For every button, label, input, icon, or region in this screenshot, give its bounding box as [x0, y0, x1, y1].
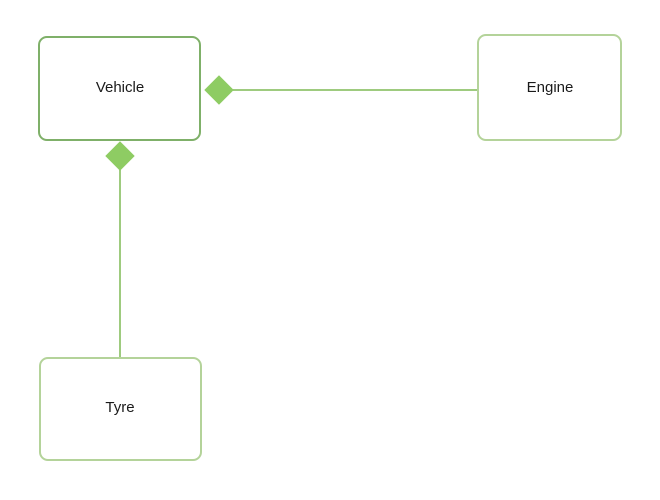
node-vehicle-box [38, 36, 201, 141]
node-tyre-label: Tyre [105, 399, 134, 416]
composition-diamond-engine [204, 75, 234, 105]
node-vehicle[interactable]: Vehicle [38, 36, 201, 141]
node-vehicle-label: Vehicle [96, 79, 144, 96]
node-engine-box [477, 34, 622, 141]
node-tyre-box [39, 357, 202, 461]
node-tyre[interactable]: Tyre [39, 357, 202, 461]
node-engine[interactable]: Engine [477, 34, 622, 141]
composition-diamond-tyre [105, 141, 135, 171]
node-engine-label: Engine [527, 79, 574, 96]
edge-vehicle-tyre[interactable] [105, 141, 135, 358]
edge-vehicle-engine[interactable] [204, 75, 478, 105]
